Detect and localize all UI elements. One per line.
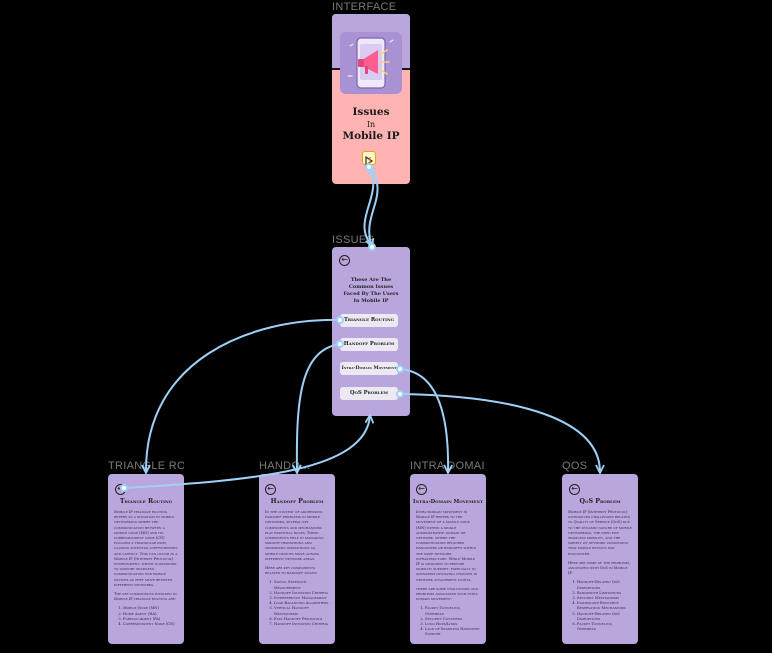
detail-paragraph: In the context of addressing handoff pro… — [265, 510, 324, 561]
interface-card[interactable]: Issues In Mobile IP — [332, 14, 410, 184]
issues-heading: These Are The Common Issues Faced By The… — [343, 277, 399, 304]
frame-label-issues: ISSUES — [332, 234, 375, 246]
detail-body: Intra-domain movement in Mobile IP refer… — [416, 510, 480, 638]
issues-card[interactable]: ← These Are The Common Issues Faced By T… — [332, 247, 410, 416]
detail-paragraph: Here are some of the problems associated… — [568, 560, 630, 576]
detail-list-item: Bandwidth Limitations — [577, 591, 632, 596]
detail-card-qos-problem[interactable]: ← QoS Problem Mobile IP (Internet Protoc… — [562, 474, 638, 644]
detail-card-handoff-problem[interactable]: ← Handoff Problem In the context of addr… — [259, 474, 335, 644]
megaphone-phone-illustration — [340, 32, 402, 94]
detail-body: Mobile IP (Internet Protocol) introduces… — [568, 510, 632, 632]
detail-list-item: Packet Tunneling Overhead — [425, 606, 480, 616]
port-interface-out[interactable] — [365, 163, 373, 171]
detail-list-item: Handoff-Related QoS Disruptions — [577, 580, 632, 590]
issue-item-handoff-problem[interactable]: Handoff Problem — [340, 338, 398, 351]
detail-list-item: Fast Handoff Protocols — [274, 617, 329, 622]
frame-label-interface: INTERFACE — [332, 1, 397, 13]
wire-triangle-routing — [146, 318, 341, 472]
detail-list-item: Packet Tunneling Overhead — [577, 622, 632, 632]
detail-list-item: Load Balancing Algorithms — [274, 601, 329, 606]
port-intra-domain-movement[interactable] — [396, 365, 404, 373]
detail-paragraph: Here are key components related to hando… — [265, 566, 318, 576]
detail-list-item: Handoff-Related QoS Disruptions — [577, 612, 632, 622]
frame-label-qos: QOS — [562, 460, 588, 472]
detail-paragraph: there are some challenges and problems a… — [416, 586, 479, 602]
detail-list-item: Home Agent (HA) — [123, 612, 178, 617]
wire-intra-domain-movement — [399, 368, 448, 472]
issue-item-qos-problem[interactable]: QoS Problem — [340, 387, 398, 400]
detail-title: Triangle Routing — [119, 498, 173, 505]
back-arrow-icon[interactable]: ← — [339, 255, 350, 266]
detail-card-intra-domain-movement[interactable]: ← Intra-Domain Movement Intra-domain mov… — [410, 474, 486, 644]
back-arrow-icon[interactable]: ← — [569, 484, 580, 495]
issue-item-triangle-routing[interactable]: Triangle Routing — [340, 314, 398, 327]
wire-interface-to-issues — [369, 166, 379, 246]
detail-title: Handoff Problem — [270, 498, 324, 505]
port-issues-in[interactable] — [368, 243, 376, 251]
issue-item-intra-domain-movement[interactable]: Intra-Domain Movement — [340, 362, 398, 375]
detail-list-item: Long Hops/Links — [425, 622, 480, 627]
wire-issues-to-interface — [363, 167, 373, 247]
detail-list-item: Security Concerns — [425, 617, 480, 622]
detail-body: In the context of addressing handoff pro… — [265, 510, 329, 627]
detail-paragraph: Mobile IP triangle routing refers to a s… — [114, 510, 178, 587]
port-triangle-routing[interactable] — [336, 316, 344, 324]
detail-list-item: Interference Management — [274, 596, 329, 601]
wire-qos-problem — [399, 393, 600, 472]
interface-title-line3: Mobile IP — [342, 130, 400, 142]
detail-list-item: Signal Strength Measurement — [274, 580, 329, 590]
detail-paragraph: Intra-domain movement in Mobile IP refer… — [416, 510, 478, 582]
detail-list-item: Mobile Node (MN) — [123, 606, 178, 611]
detail-card-triangle-routing[interactable]: ← Triangle Routing Mobile IP triangle ro… — [108, 474, 184, 644]
detail-body: Mobile IP triangle routing refers to a s… — [114, 510, 178, 627]
detail-list-item: Lack of Seamless Handover Support — [425, 627, 480, 637]
wire-triangle-back — [123, 416, 370, 489]
port-triangle-back[interactable] — [120, 484, 128, 492]
port-qos-problem[interactable] — [396, 390, 404, 398]
detail-title: Intra-Domain Movement — [413, 499, 483, 505]
detail-list-item: Security Mechanisms — [577, 596, 632, 601]
detail-list-item: Vertical Handoff Mechanisms — [274, 606, 329, 616]
detail-list-item: Handoff Initiation Criteria — [274, 591, 329, 596]
interface-title-line2: In — [366, 120, 376, 129]
detail-list-item: Inadequate Resource Reservation Mechanis… — [577, 601, 632, 611]
wire-handoff-problem — [297, 343, 341, 472]
detail-list-item: Correspondent Node (CN) — [123, 622, 178, 627]
back-arrow-icon[interactable]: ← — [416, 484, 427, 495]
interface-title-line1: Issues — [352, 106, 390, 118]
detail-list-item: Foreign Agent (FA) — [123, 617, 178, 622]
detail-list-item: Handoff Initiation Criteria — [274, 622, 329, 627]
detail-paragraph: Mobile IP (Internet Protocol) introduces… — [568, 510, 632, 556]
detail-title: QoS Problem — [579, 498, 621, 505]
port-handoff-problem[interactable] — [336, 340, 344, 348]
detail-paragraph: The key components involved in Mobile IP… — [114, 592, 177, 602]
back-arrow-icon[interactable]: ← — [265, 484, 276, 495]
